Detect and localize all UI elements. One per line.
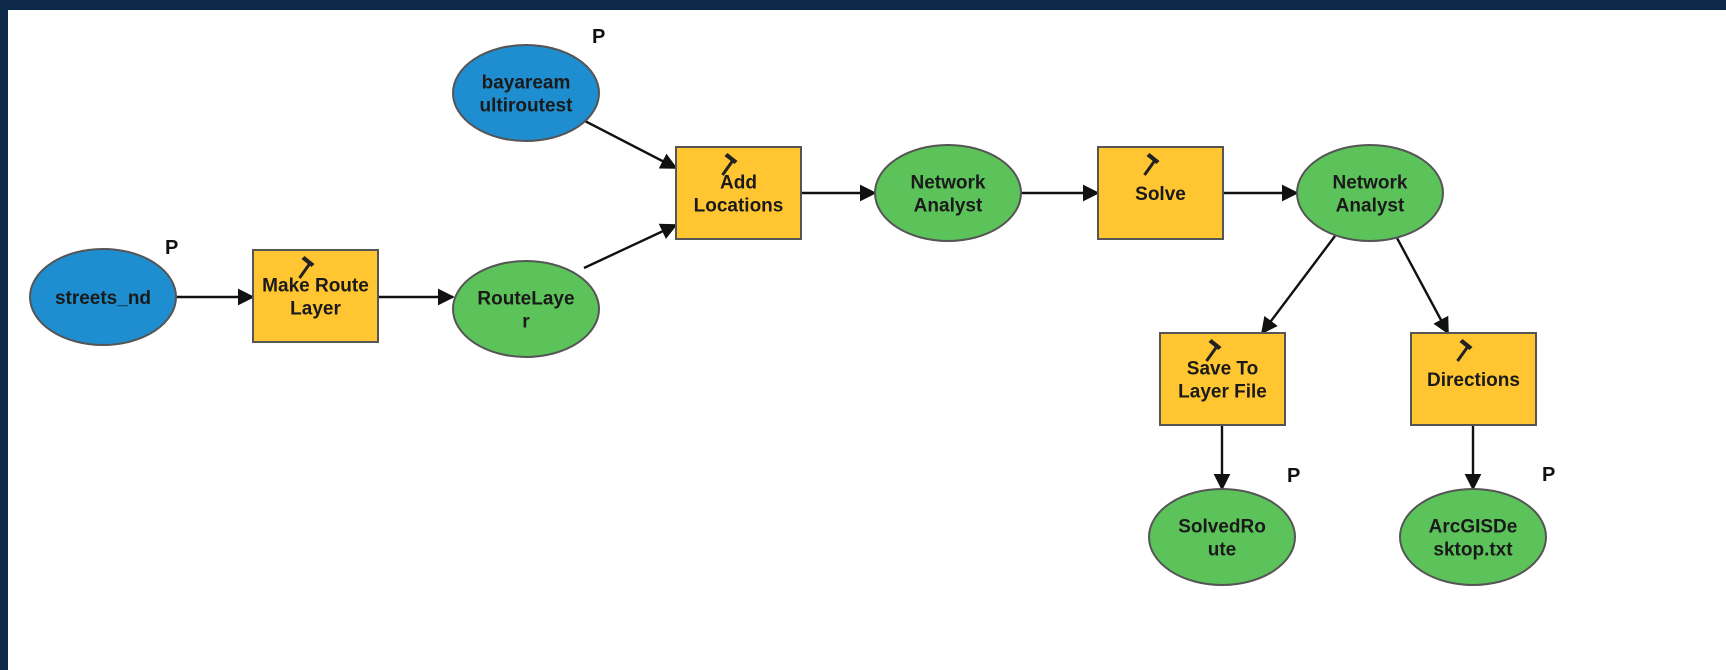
tool-box	[675, 146, 802, 240]
node-label-line: ute	[1208, 540, 1237, 561]
node-label-line: Directions	[1427, 370, 1520, 391]
node-label-line: bayaream	[482, 73, 571, 94]
tool-node-solve[interactable]: Solve	[1097, 146, 1224, 240]
data-ellipse	[452, 260, 600, 358]
parameter-marker: P	[1287, 465, 1300, 487]
node-label-line: Analyst	[914, 196, 983, 217]
parameter-marker: P	[1542, 464, 1555, 486]
tool-box	[1410, 332, 1537, 426]
data-node-streets_nd[interactable]: streets_nd P	[29, 237, 178, 346]
edges-layer	[176, 118, 1482, 491]
node-label-line: streets_nd	[55, 288, 151, 309]
node-label-line: Network	[1333, 173, 1408, 194]
node-label-line: Add	[720, 173, 757, 194]
connector-bayarea-to-add_locations[interactable]	[582, 118, 678, 170]
node-label-line: Layer	[290, 299, 341, 320]
node-label-line: Solve	[1135, 184, 1186, 205]
connector-network_analyst_2-to-save_to_layer_file[interactable]	[1260, 235, 1336, 335]
data-ellipse	[1296, 144, 1444, 242]
node-label-line: ultiroutest	[480, 96, 574, 117]
node-label-line: SolvedRo	[1178, 517, 1266, 538]
tool-box	[1097, 146, 1224, 240]
data-ellipse	[29, 248, 177, 346]
data-ellipse	[452, 44, 600, 142]
tool-box	[252, 249, 379, 343]
tool-box	[1159, 332, 1286, 426]
node-label-line: Make Route	[262, 276, 369, 297]
node-label-line: RouteLaye	[477, 289, 574, 310]
node-label-line: Layer File	[1178, 382, 1267, 403]
node-label-line: ArcGISDe	[1429, 517, 1518, 538]
node-label-line: sktop.txt	[1433, 540, 1513, 561]
data-ellipse	[1399, 488, 1547, 586]
node-label-line: r	[522, 312, 530, 333]
data-ellipse	[1148, 488, 1296, 586]
node-label-line: Locations	[694, 196, 784, 217]
node-label-line: Save To	[1187, 359, 1258, 380]
node-label-line: Network	[911, 173, 986, 194]
tool-node-directions[interactable]: Directions	[1410, 332, 1537, 426]
parameter-marker: P	[592, 26, 605, 48]
connector-route_layer-to-add_locations[interactable]	[583, 223, 678, 270]
connector-network_analyst_2-to-directions[interactable]	[1395, 237, 1450, 335]
node-label-line: Analyst	[1336, 196, 1405, 217]
parameter-marker: P	[165, 237, 178, 259]
data-ellipse	[874, 144, 1022, 242]
